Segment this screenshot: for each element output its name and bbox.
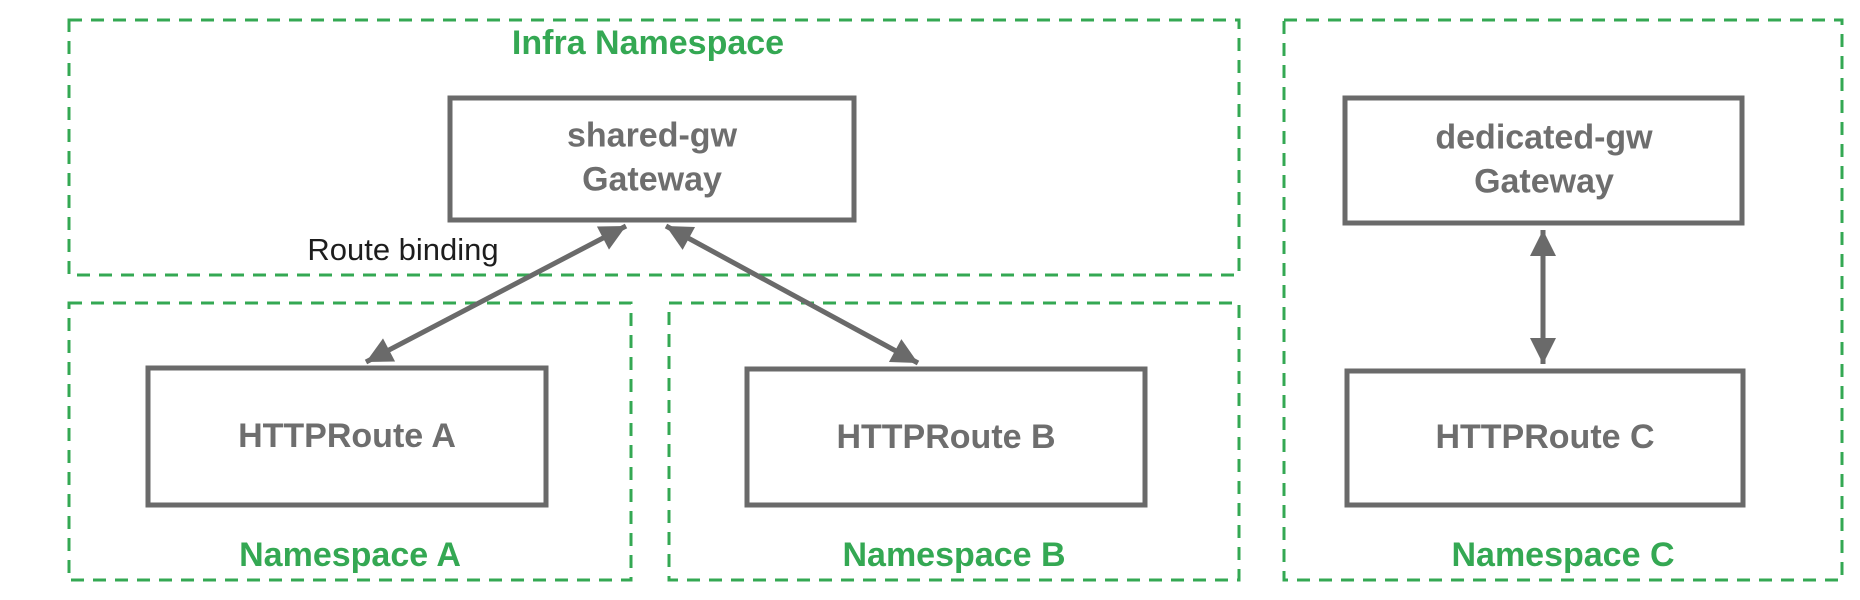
infra-namespace-title: Infra Namespace	[511, 24, 785, 62]
httproute-b-box	[744, 366, 1148, 508]
namespace-a-title: Namespace A	[239, 536, 461, 574]
infra-namespace-boundary	[67, 18, 1241, 277]
route-binding-annotation: Route binding	[307, 232, 499, 267]
edge-httproute-b-to-shared-gw	[664, 223, 920, 366]
namespace-b-title: Namespace B	[842, 536, 1066, 574]
dedicated-gw-gateway-label: dedicated-gw Gateway	[1435, 116, 1652, 203]
httproute-c-box	[1344, 368, 1746, 508]
dedicated-gw-kind: Gateway	[1474, 162, 1614, 200]
shared-gw-gateway-label: shared-gw Gateway	[567, 114, 737, 201]
namespace-c-boundary	[1282, 18, 1844, 582]
shared-gw-name: shared-gw	[566, 116, 738, 155]
edge-httproute-a-to-shared-gw	[364, 223, 628, 365]
dedicated-gw-name: dedicated-gw	[1435, 118, 1653, 157]
httproute-c-label: HTTPRoute C	[1435, 418, 1655, 457]
dedicated-gw-gateway-box	[1342, 95, 1745, 226]
httproute-a-label: HTTPRoute A	[238, 417, 456, 456]
namespace-c-title: Namespace C	[1451, 536, 1675, 574]
shared-gw-gateway-box	[447, 95, 857, 223]
namespace-b-boundary	[667, 301, 1241, 582]
httproute-b-label: HTTPRoute B	[836, 418, 1056, 457]
shared-gw-kind: Gateway	[582, 160, 722, 198]
httproute-a-box	[145, 365, 549, 508]
